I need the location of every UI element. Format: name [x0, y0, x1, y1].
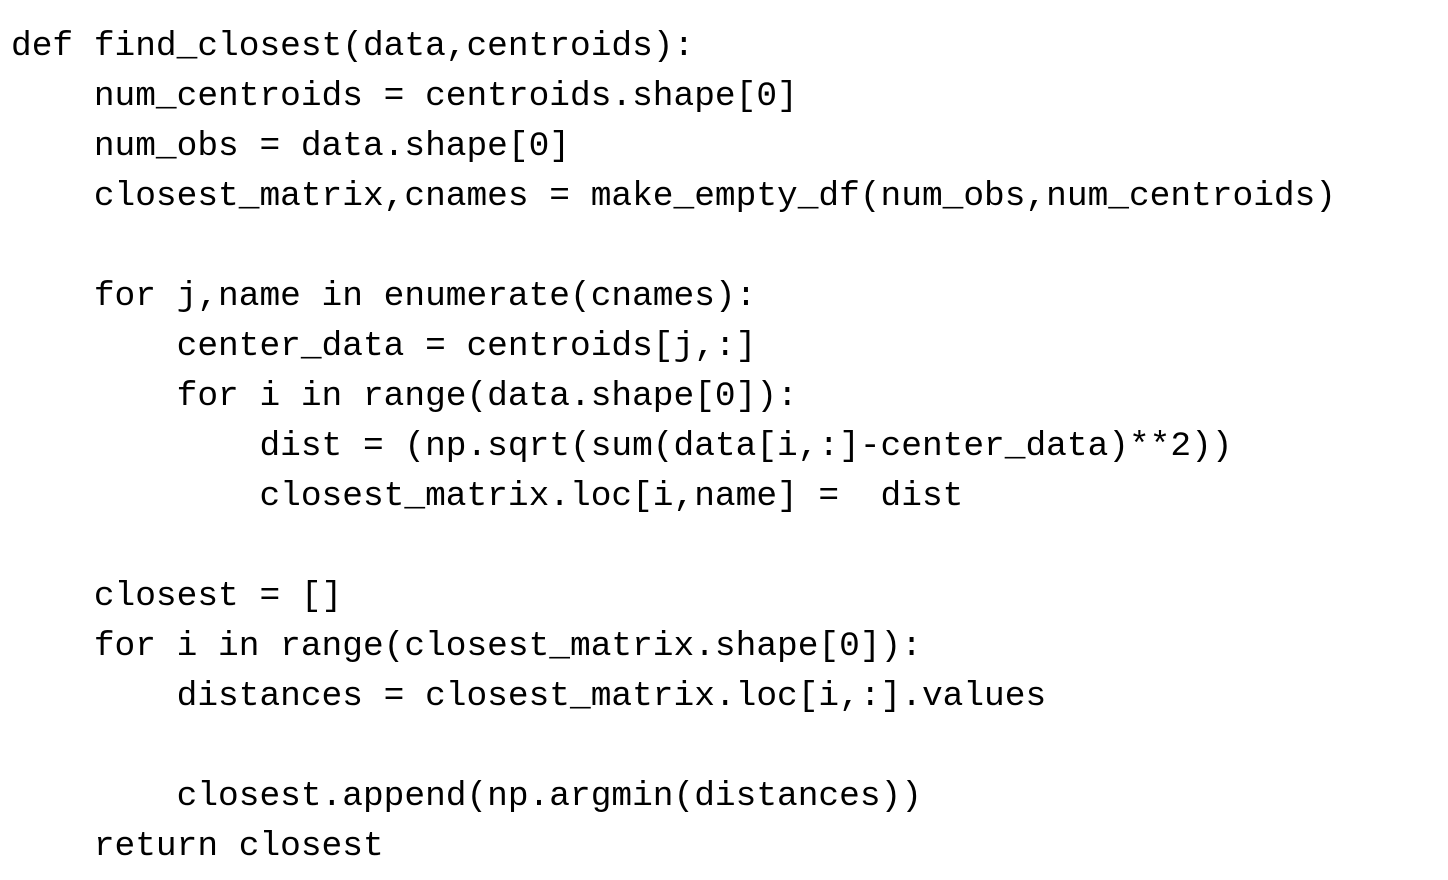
code-line-17: return closest: [11, 827, 384, 866]
code-line-10: closest_matrix.loc[i,name] = dist: [11, 477, 964, 516]
code-line-1: def find_closest(data,centroids):: [11, 27, 695, 66]
code-line-6: for j,name in enumerate(cnames):: [11, 277, 757, 316]
code-line-7: center_data = centroids[j,:]: [11, 327, 757, 366]
code-view: def find_closest(data,centroids): num_ce…: [11, 22, 1441, 872]
code-line-11: [11, 522, 1441, 572]
code-line-2: num_centroids = centroids.shape[0]: [11, 77, 798, 116]
code-line-9: dist = (np.sqrt(sum(data[i,:]-center_dat…: [11, 427, 1233, 466]
code-line-12: closest = []: [11, 577, 343, 616]
code-line-16: closest.append(np.argmin(distances)): [11, 777, 922, 816]
code-line-4: closest_matrix,cnames = make_empty_df(nu…: [11, 177, 1337, 216]
code-line-13: for i in range(closest_matrix.shape[0]):: [11, 627, 922, 666]
code-line-5: [11, 222, 1441, 272]
code-line-14: distances = closest_matrix.loc[i,:].valu…: [11, 677, 1047, 716]
code-line-8: for i in range(data.shape[0]):: [11, 377, 798, 416]
code-line-3: num_obs = data.shape[0]: [11, 127, 570, 166]
code-line-15: [11, 722, 1441, 772]
